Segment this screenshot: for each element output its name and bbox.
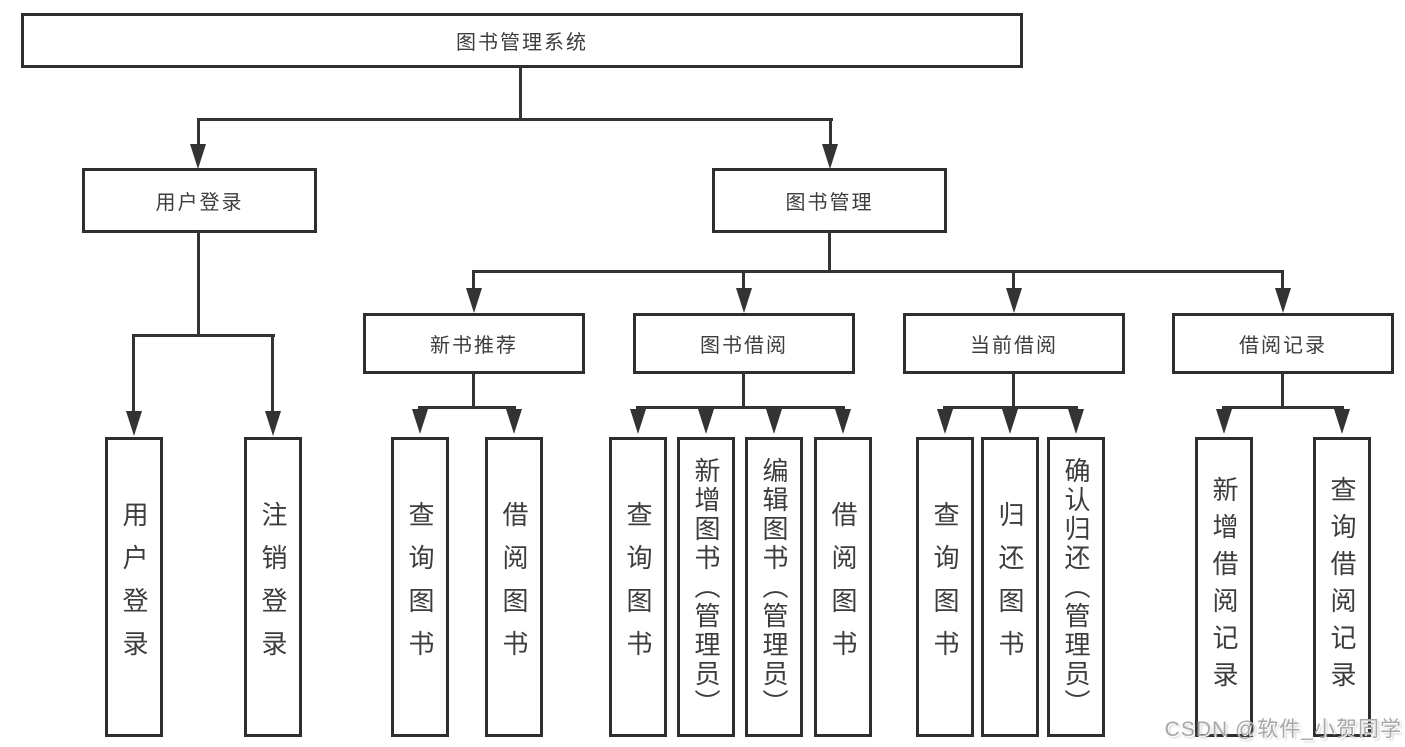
edge-user-login-hline: [132, 334, 275, 337]
node-label: 当前借阅: [970, 335, 1058, 357]
leaf-label: 编辑图书（管理员）: [759, 456, 789, 718]
arrow-down-icon: [1334, 409, 1350, 434]
leaf-query-books: 查询图书: [609, 437, 667, 737]
leaf-edit-books-admin: 编辑图书（管理员）: [745, 437, 803, 737]
node-label: 图书借阅: [700, 335, 788, 357]
arrow-down-icon: [1068, 409, 1084, 434]
edge-group-hline: [636, 406, 845, 409]
leaf-label: 用户登录: [119, 501, 149, 673]
leaf-label: 新增图书（管理员）: [691, 456, 721, 718]
edge-book-mgmt-hline: [472, 270, 1284, 273]
leaf-return-books: 归还图书: [981, 437, 1039, 737]
leaf-label: 查询图书: [405, 501, 435, 673]
leaf-label: 注销登录: [258, 501, 288, 673]
arrow-down-icon: [1006, 288, 1022, 313]
edge-book-borrow-stub: [742, 270, 745, 292]
edge-group-vline: [1012, 372, 1015, 409]
leaf-query-books: 查询图书: [916, 437, 974, 737]
edge-user-login-stub: [197, 118, 200, 150]
leaf-user-login: 用户登录: [105, 437, 163, 737]
edge-book-mgmt-vline: [828, 231, 831, 272]
leaf-add-books-admin: 新增图书（管理员）: [677, 437, 735, 737]
edge-group-vline: [1281, 372, 1284, 409]
node-label: 用户登录: [155, 192, 244, 214]
node-borrowing-records: 借阅记录: [1172, 313, 1394, 374]
arrow-down-icon: [1216, 409, 1232, 434]
csdn-watermark: CSDN @软件_小贺同学: [1164, 718, 1402, 741]
arrow-down-icon: [506, 409, 522, 434]
arrow-down-icon: [835, 409, 851, 434]
edge-borrow-records-stub: [1281, 270, 1284, 292]
edge-root-hline: [197, 118, 833, 121]
leaf-logout: 注销登录: [244, 437, 302, 737]
arrow-down-icon: [822, 144, 838, 169]
edge-root-vline: [519, 66, 522, 120]
leaf-label: 借阅图书: [499, 501, 529, 673]
edge-book-mgmt-stub: [829, 118, 832, 150]
node-label: 图书管理: [785, 192, 874, 214]
edge-user-login-vline: [197, 231, 200, 336]
leaf-confirm-return-admin: 确认归还（管理员）: [1047, 437, 1105, 737]
leaf-label: 归还图书: [995, 501, 1025, 673]
leaf-query-books: 查询图书: [391, 437, 449, 737]
arrow-down-icon: [766, 409, 782, 434]
edge-new-book-stub: [472, 270, 475, 292]
leaf-label: 查询借阅记录: [1327, 476, 1357, 698]
leaf-label: 新增借阅记录: [1209, 476, 1239, 698]
leaf-add-borrow-record: 新增借阅记录: [1195, 437, 1253, 737]
arrow-down-icon: [698, 409, 714, 434]
arrow-down-icon: [630, 409, 646, 434]
arrow-down-icon: [1275, 288, 1291, 313]
node-library-management-system: 图书管理系统: [21, 13, 1023, 68]
leaf-borrow-books: 借阅图书: [485, 437, 543, 737]
node-label: 新书推荐: [430, 335, 518, 357]
node-current-borrowing: 当前借阅: [903, 313, 1125, 374]
edge-group-hline: [1222, 406, 1344, 409]
arrow-down-icon: [736, 288, 752, 313]
leaf-label: 查询图书: [623, 501, 653, 673]
arrow-down-icon: [265, 411, 281, 436]
leaf-borrow-books: 借阅图书: [814, 437, 872, 737]
node-book-management: 图书管理: [712, 168, 947, 233]
edge-group-hline: [943, 406, 1078, 409]
leaf-label: 确认归还（管理员）: [1061, 456, 1091, 718]
edge-leaf-stub: [271, 334, 274, 414]
arrow-down-icon: [466, 288, 482, 313]
node-label: 借阅记录: [1239, 335, 1327, 357]
node-new-book-recommend: 新书推荐: [363, 313, 585, 374]
node-book-borrowing: 图书借阅: [633, 313, 855, 374]
node-user-login: 用户登录: [82, 168, 317, 233]
leaf-label: 查询图书: [930, 501, 960, 673]
edge-group-vline: [742, 372, 745, 409]
leaf-label: 借阅图书: [828, 501, 858, 673]
arrow-down-icon: [190, 144, 206, 169]
edge-group-vline: [472, 372, 475, 409]
arrow-down-icon: [937, 409, 953, 434]
node-label: 图书管理系统: [456, 32, 588, 54]
arrow-down-icon: [1002, 409, 1018, 434]
arrow-down-icon: [412, 409, 428, 434]
edge-current-borrow-stub: [1012, 270, 1015, 292]
leaf-query-borrow-record: 查询借阅记录: [1313, 437, 1371, 737]
edge-group-hline: [418, 406, 516, 409]
arrow-down-icon: [126, 411, 142, 436]
edge-leaf-stub: [132, 334, 135, 414]
